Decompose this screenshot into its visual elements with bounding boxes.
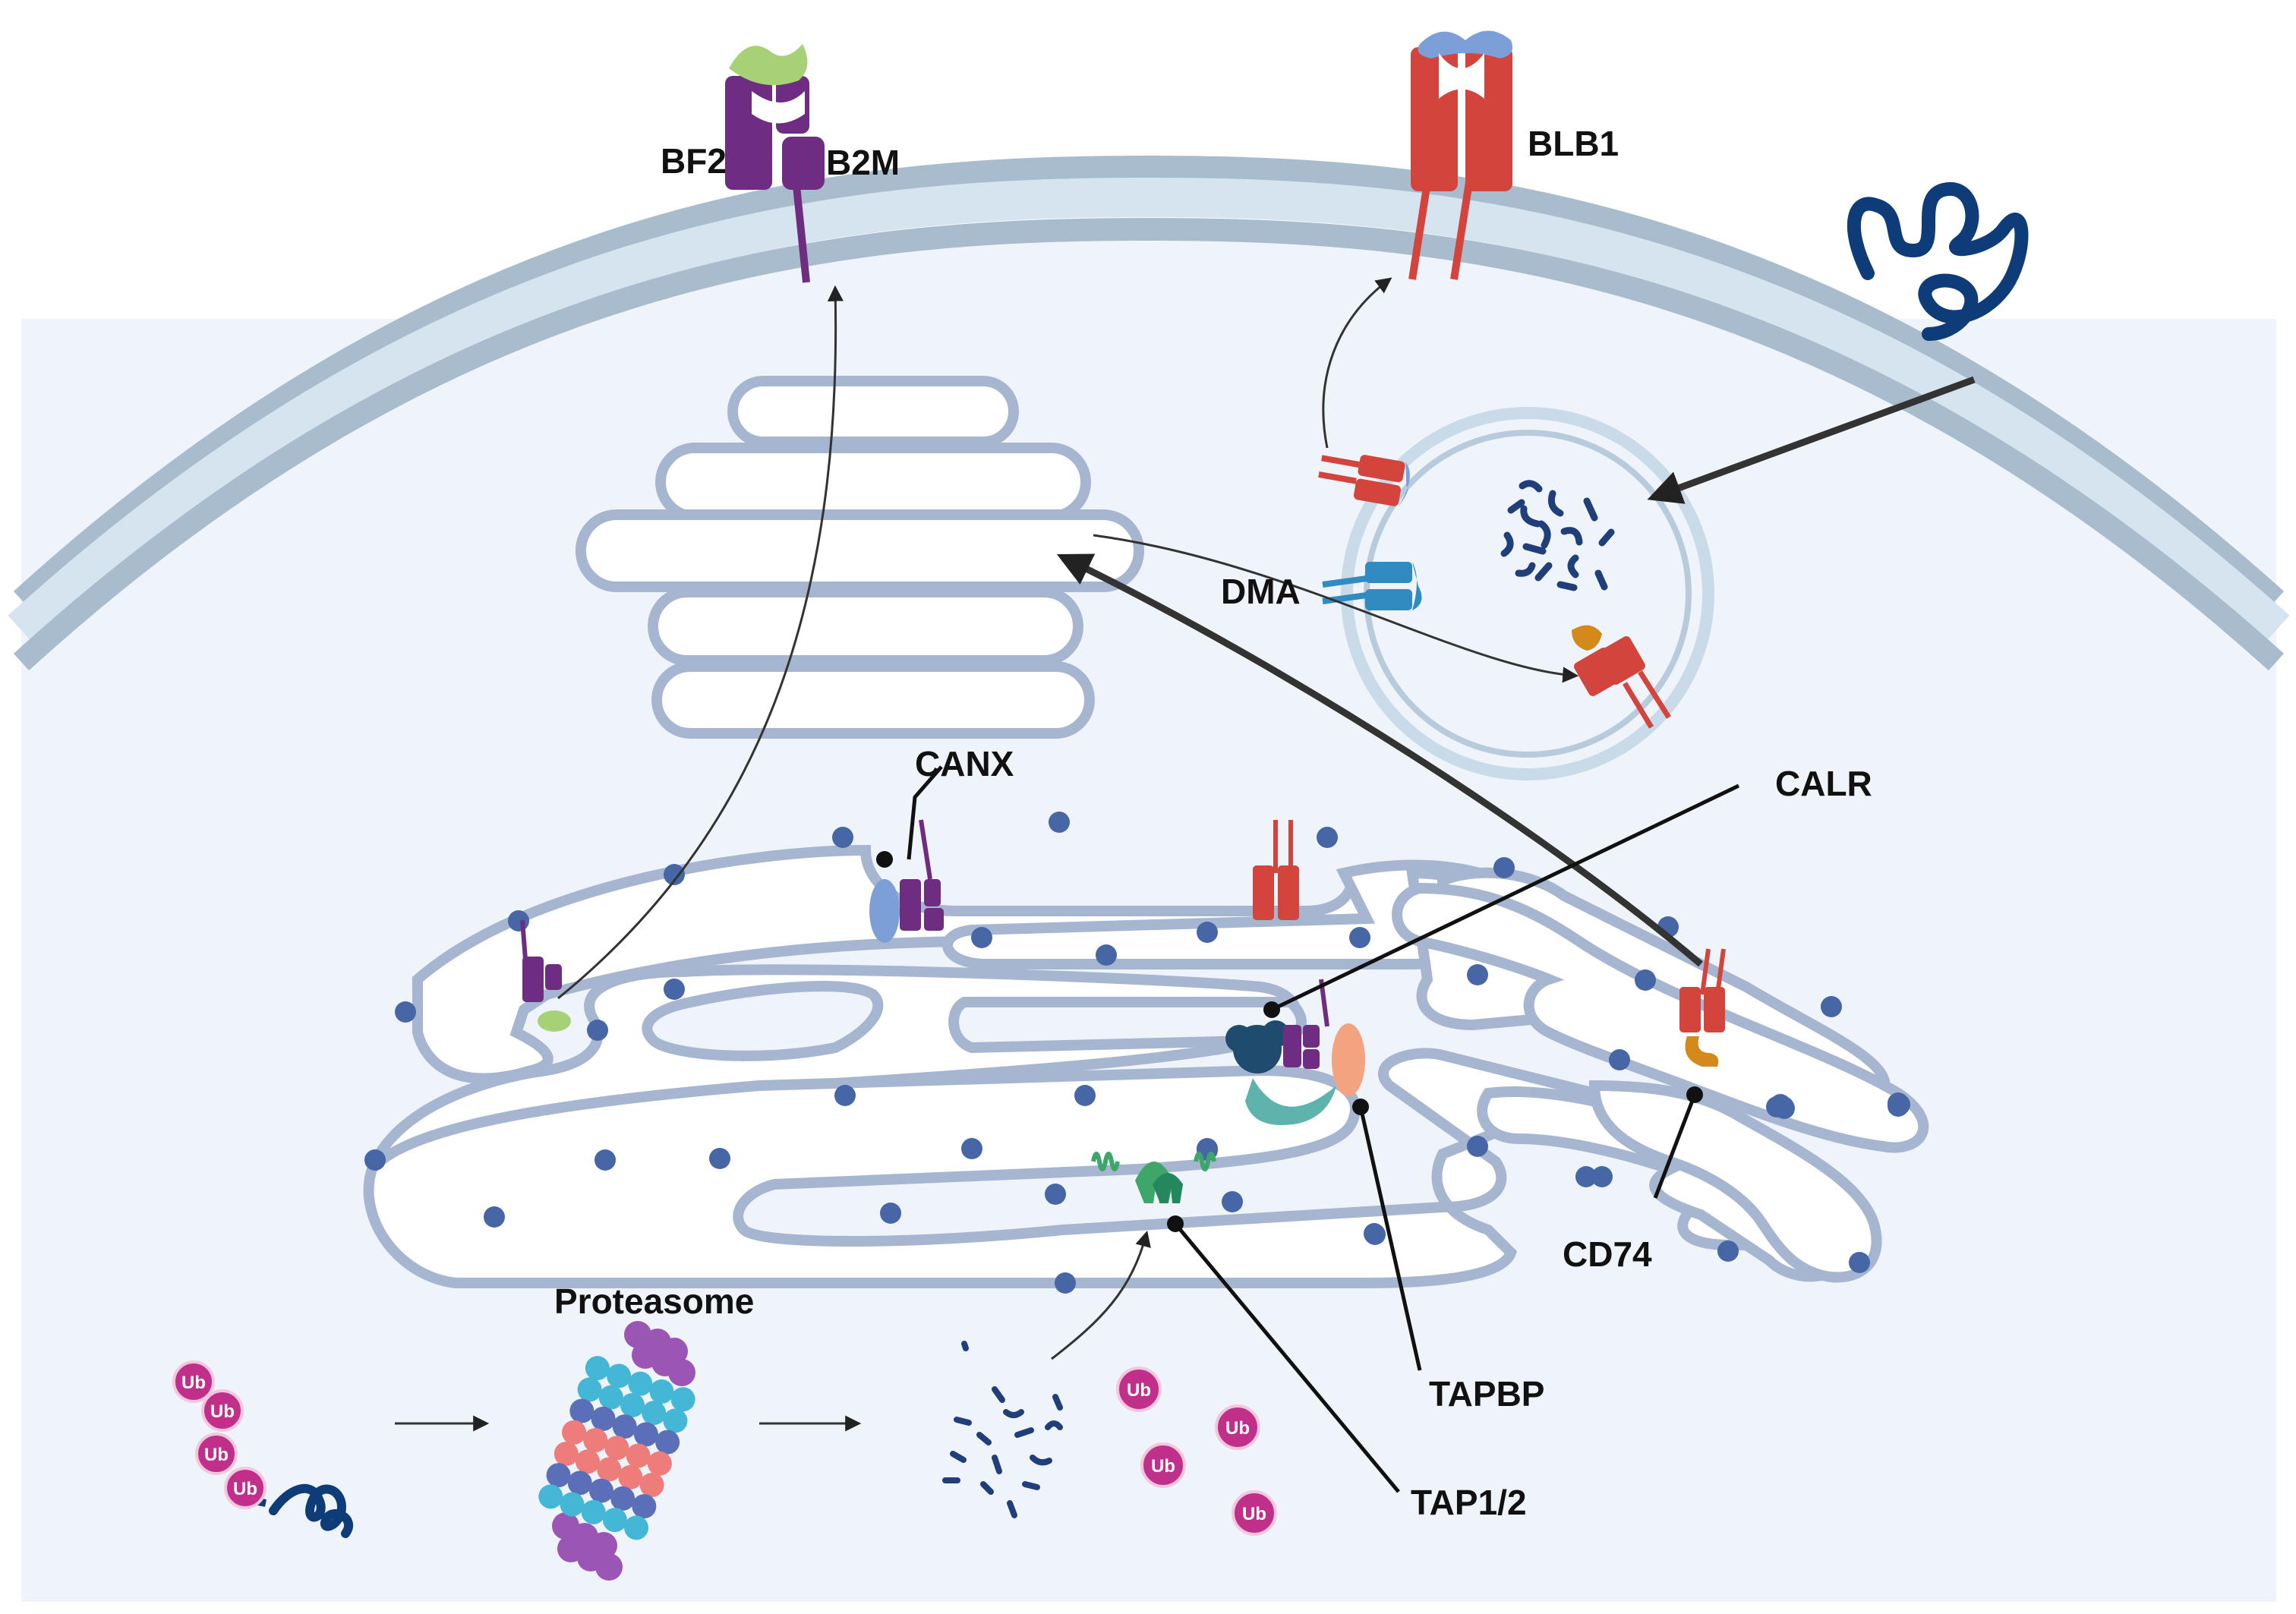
mhc-class-i-er-left <box>520 919 571 1032</box>
ubiquitin-tag: Ub <box>172 1360 215 1403</box>
proteasome-icon <box>538 1321 695 1581</box>
label-tapbp: TAPBP <box>1429 1374 1545 1414</box>
ubiquitin-tag: Ub <box>224 1467 266 1509</box>
svg-text:Ub: Ub <box>204 1445 229 1465</box>
label-cd74: CD74 <box>1563 1234 1652 1274</box>
mhc-class-ii-endosome-upper <box>1318 455 1410 507</box>
golgi-apparatus <box>576 376 1144 739</box>
label-dma: DMA <box>1221 572 1301 611</box>
svg-text:Ub: Ub <box>181 1373 206 1393</box>
extracellular-pathogen-icon <box>1847 181 2029 341</box>
mhc-class-ii-cd74-er <box>1679 948 1726 1067</box>
peptide-fragments <box>942 1341 1063 1518</box>
callout-dots <box>876 851 1703 1232</box>
protein-chain-icon <box>269 1483 354 1538</box>
ubiquitin-tag-free: Ub <box>1215 1404 1260 1450</box>
svg-text:Ub: Ub <box>210 1401 235 1422</box>
ubiquitin-tag-free: Ub <box>1140 1442 1186 1488</box>
ubiquitin-tag: Ub <box>195 1433 238 1475</box>
label-canx: CANX <box>915 744 1014 783</box>
mhc-class-ii-cd74-endosome <box>1572 625 1671 729</box>
callout-lines <box>907 765 1740 1493</box>
mhc-class-i-bf2-b2m <box>725 44 825 283</box>
ubiquitin-tag-free: Ub <box>1232 1490 1277 1536</box>
svg-text:Ub: Ub <box>1151 1456 1175 1477</box>
cell-membrane-outer <box>13 155 2285 609</box>
tap1-2-transporter <box>1091 1152 1216 1203</box>
mhc-class-ii-er-top <box>1253 820 1299 920</box>
label-b2m: B2M <box>826 143 900 182</box>
ubiquitin-tag-free: Ub <box>1116 1367 1162 1412</box>
label-bf2: BF2 <box>661 141 727 181</box>
svg-text:Ub: Ub <box>233 1479 257 1499</box>
label-blb1: BLB1 <box>1528 124 1619 163</box>
label-tap1-2: TAP1/2 <box>1411 1483 1527 1522</box>
pathway-arrows <box>395 277 1976 1432</box>
degraded-antigen-fragments <box>1500 480 1615 591</box>
mhc-class-ii-blb1 <box>1408 30 1513 280</box>
ubiquitin-tag: Ub <box>201 1389 244 1432</box>
svg-text:Ub: Ub <box>1242 1504 1266 1524</box>
ribosomes <box>364 812 1910 1294</box>
cell-membrane-middle <box>8 177 2290 645</box>
svg-text:Ub: Ub <box>1127 1380 1151 1401</box>
cell-membrane-inner <box>13 217 2285 671</box>
label-calr: CALR <box>1775 764 1872 803</box>
svg-text:Ub: Ub <box>1225 1418 1250 1439</box>
dma-molecule <box>1322 562 1422 610</box>
peptide-loading-complex <box>1225 979 1365 1125</box>
label-proteasome: Proteasome <box>554 1281 754 1321</box>
canx-complex <box>869 819 944 943</box>
